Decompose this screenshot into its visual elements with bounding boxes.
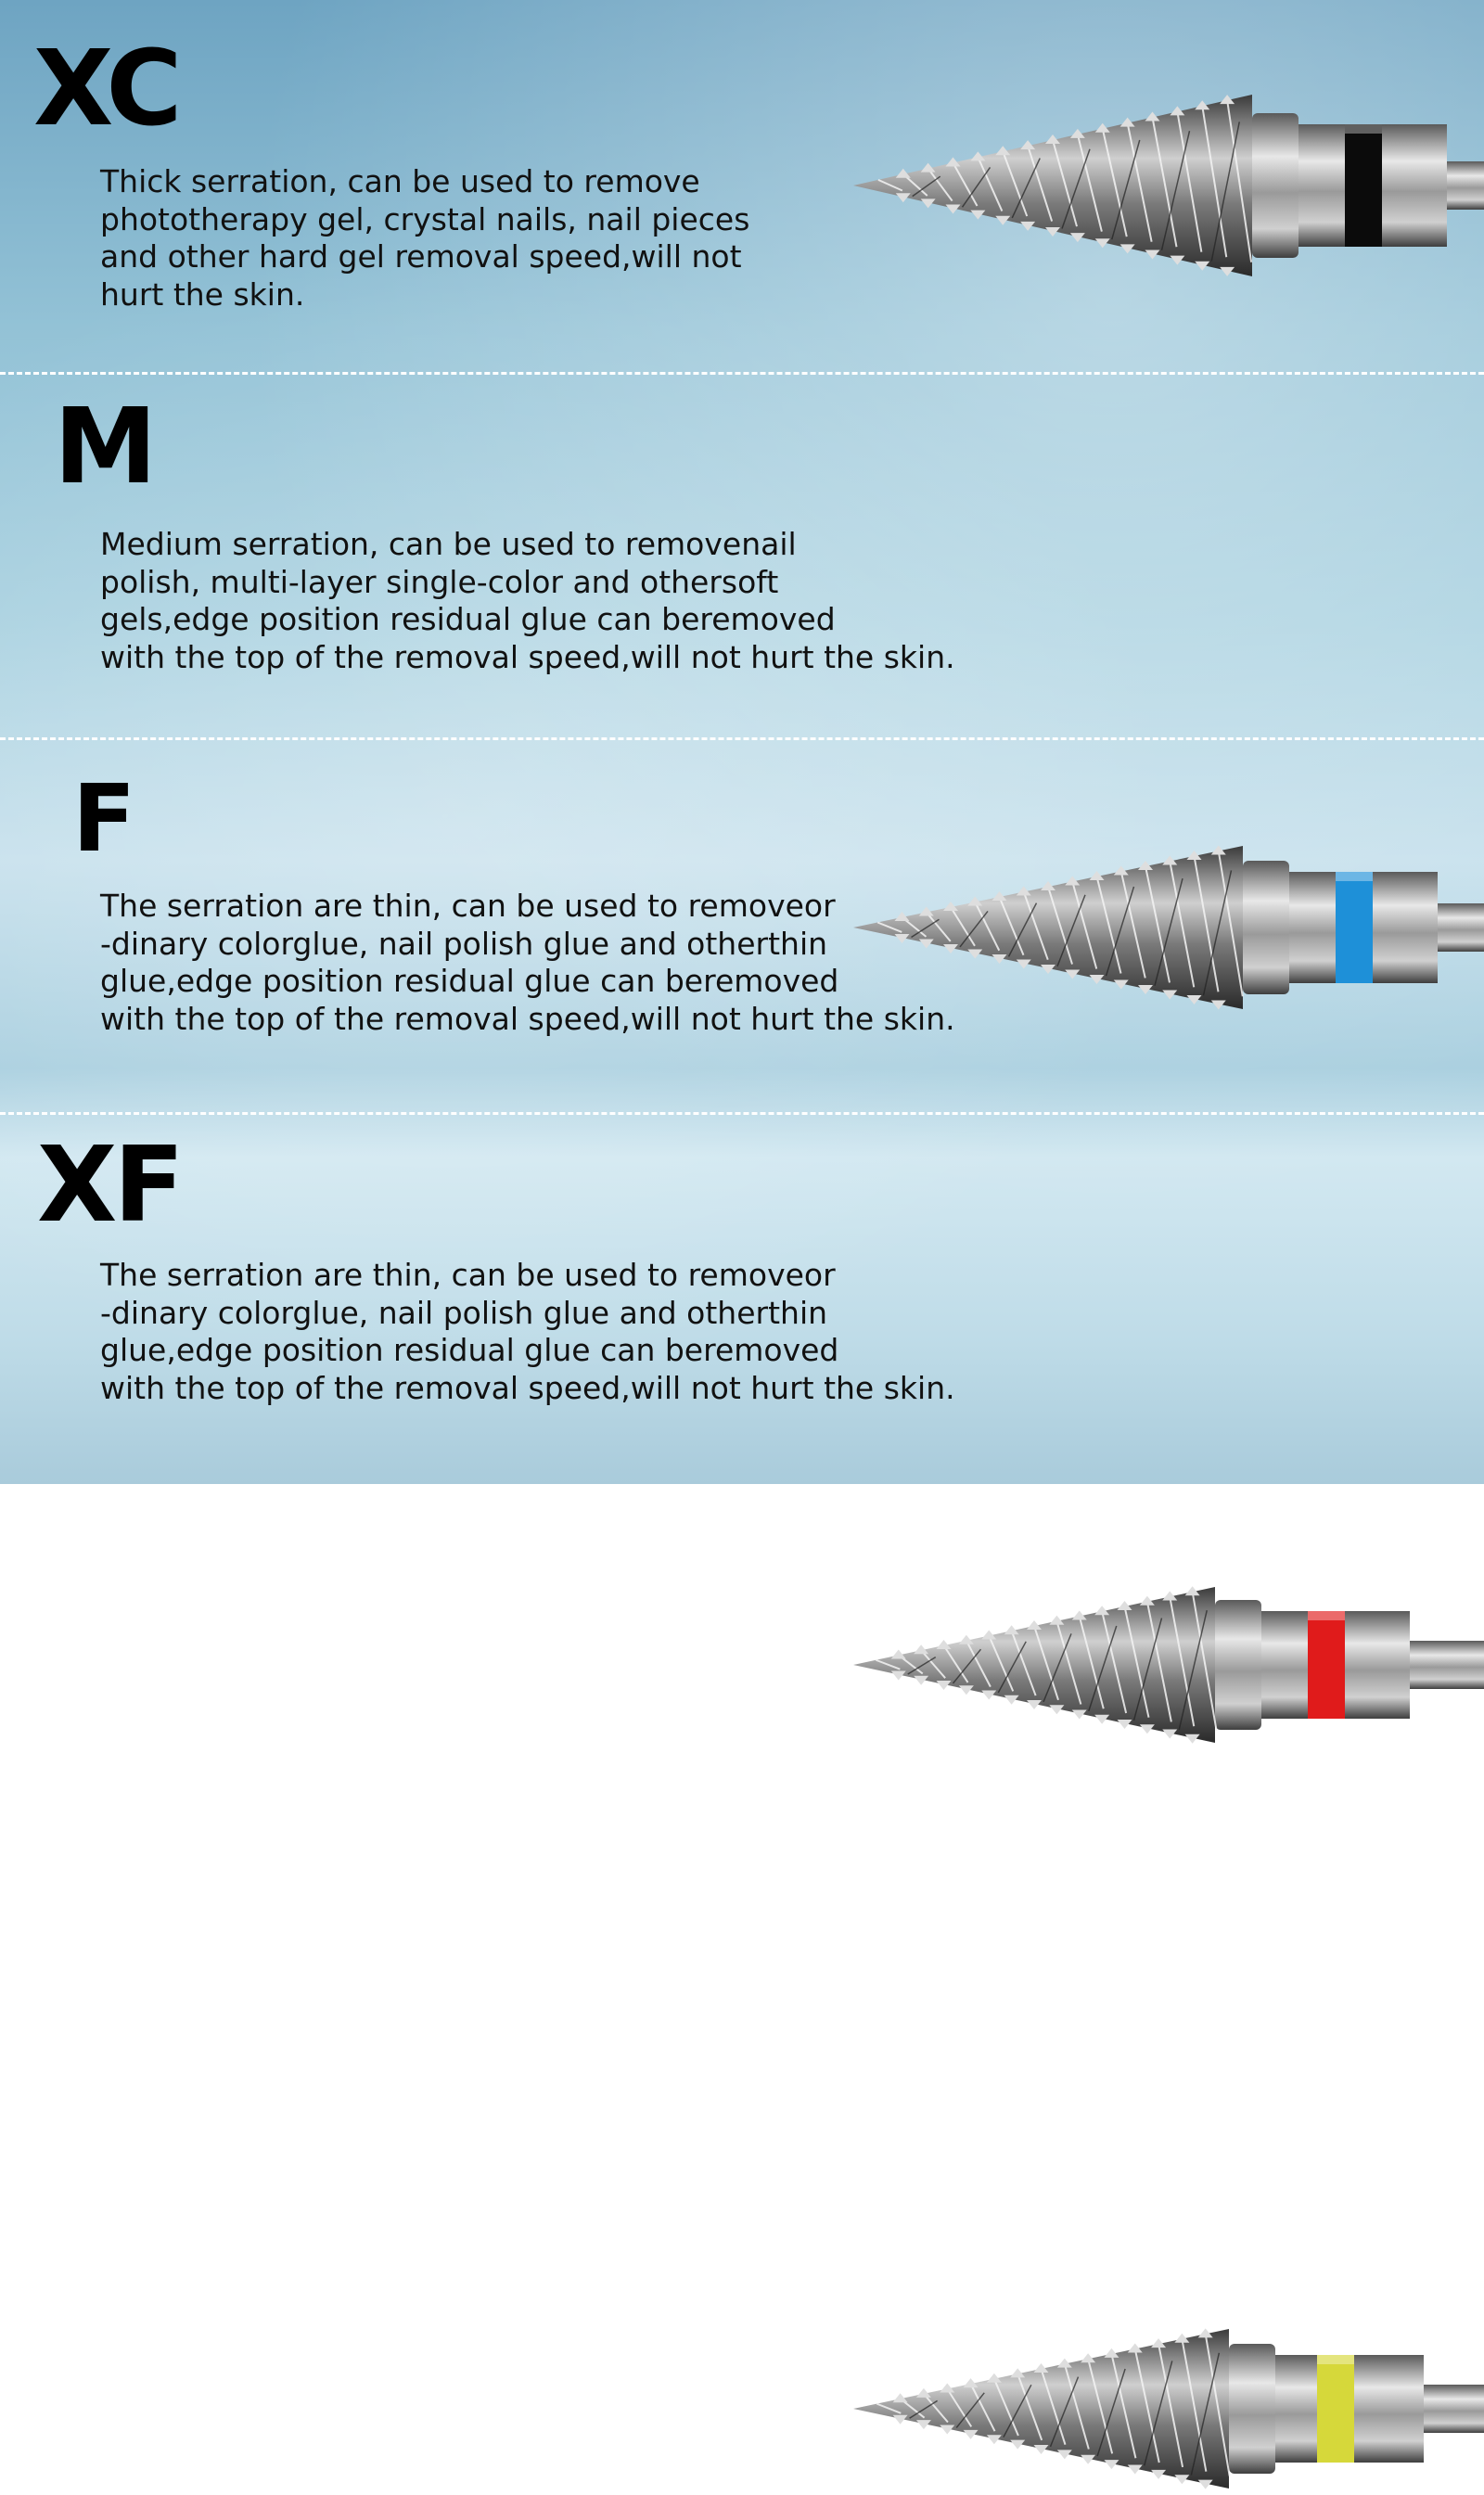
description-line: glue,edge position residual glue can ber… (100, 963, 839, 999)
description-line: glue,edge position residual glue can ber… (100, 1332, 839, 1368)
description-line: with the top of the removal speed,will n… (100, 1369, 955, 1406)
dashed-divider (0, 372, 1484, 375)
section-xc: XC Thick serration, can be used to remov… (0, 0, 1484, 371)
description-line: with the top of the removal speed,will n… (100, 638, 955, 675)
description-line: The serration are thin, can be used to r… (100, 888, 836, 924)
carbide-burr-image (853, 845, 1484, 1010)
grade-description: The serration are thin, can be used to r… (100, 888, 955, 1038)
description-line: -dinary colorglue, nail polish glue and … (100, 1294, 828, 1331)
grade-label: XF (37, 1125, 185, 1246)
description-line: phototherapy gel, crystal nails, nail pi… (100, 200, 750, 237)
grade-label: XC (33, 29, 183, 149)
carbide-burr-image (853, 1586, 1484, 1744)
section-m: M Medium serration, can be used to remov… (0, 371, 1484, 1010)
description-line: hurt the skin. (100, 275, 305, 313)
description-line: -dinary colorglue, nail polish glue and … (100, 925, 828, 962)
description-line: with the top of the removal speed,will n… (100, 1000, 955, 1037)
description-line: Medium serration, can be used to removen… (100, 526, 797, 562)
carbide-burr-image (853, 95, 1484, 276)
dashed-divider (0, 737, 1484, 740)
section-xf: XF The serration are thin, can be used t… (0, 1113, 1484, 2489)
grade-description: The serration are thin, can be used to r… (100, 1257, 955, 1407)
description-line: polish, multi-layer single-color and oth… (100, 563, 779, 600)
grade-label: F (72, 764, 135, 873)
description-line: The serration are thin, can be used to r… (100, 1257, 836, 1293)
carbide-burr-image (853, 2328, 1484, 2489)
dashed-divider (0, 1112, 1484, 1115)
description-line: gels,edge position residual glue can ber… (100, 601, 836, 637)
grade-description: Thick serration, can be used to remove p… (100, 163, 749, 313)
description-line: Thick serration, can be used to remove (100, 163, 700, 199)
section-f: F The serration are thin, can be used to… (0, 737, 1484, 1744)
grade-label: M (54, 387, 157, 507)
description-line: and other hard gel removal speed,will no… (100, 238, 742, 275)
grade-description: Medium serration, can be used to removen… (100, 526, 955, 676)
